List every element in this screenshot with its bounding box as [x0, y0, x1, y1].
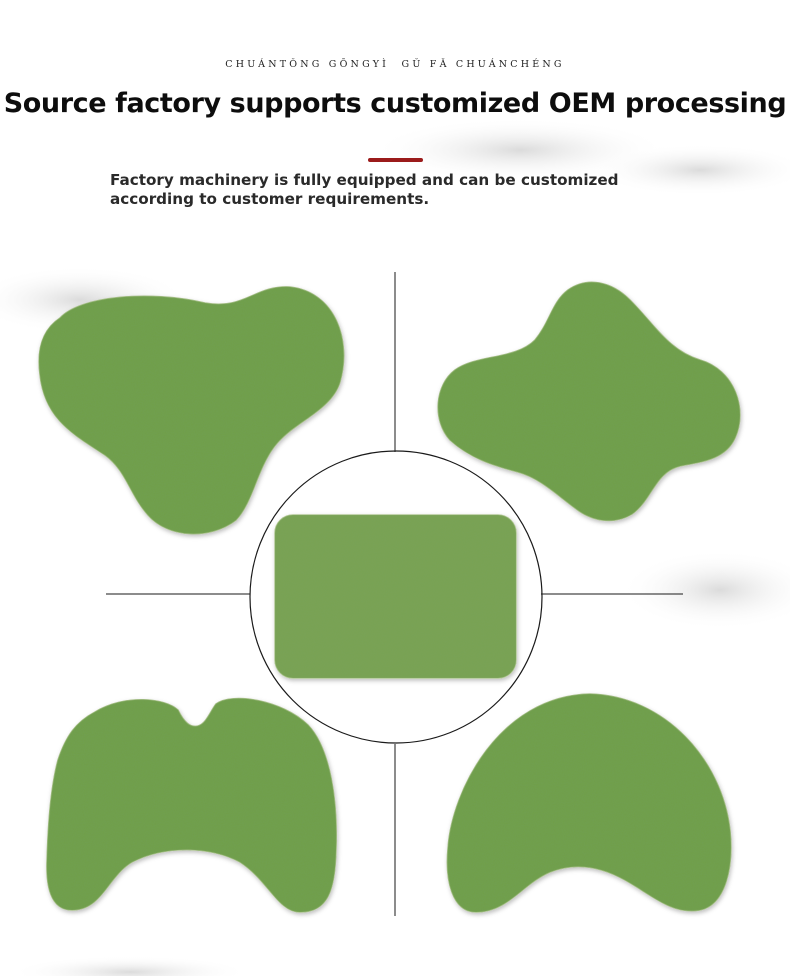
pinyin-subtitle: CHUÁNTǑNG GŌNGYÌ GǓ FǍ CHUÁNCHÉNG	[225, 59, 565, 70]
center-circle	[249, 450, 543, 744]
description-text: Factory machinery is fully equipped and …	[110, 171, 619, 208]
cross-divider-lines	[106, 272, 683, 916]
page-title: Source factory supports customized OEM p…	[3, 88, 787, 119]
mountain-mist-decoration	[0, 118, 790, 976]
accent-divider	[368, 158, 423, 162]
